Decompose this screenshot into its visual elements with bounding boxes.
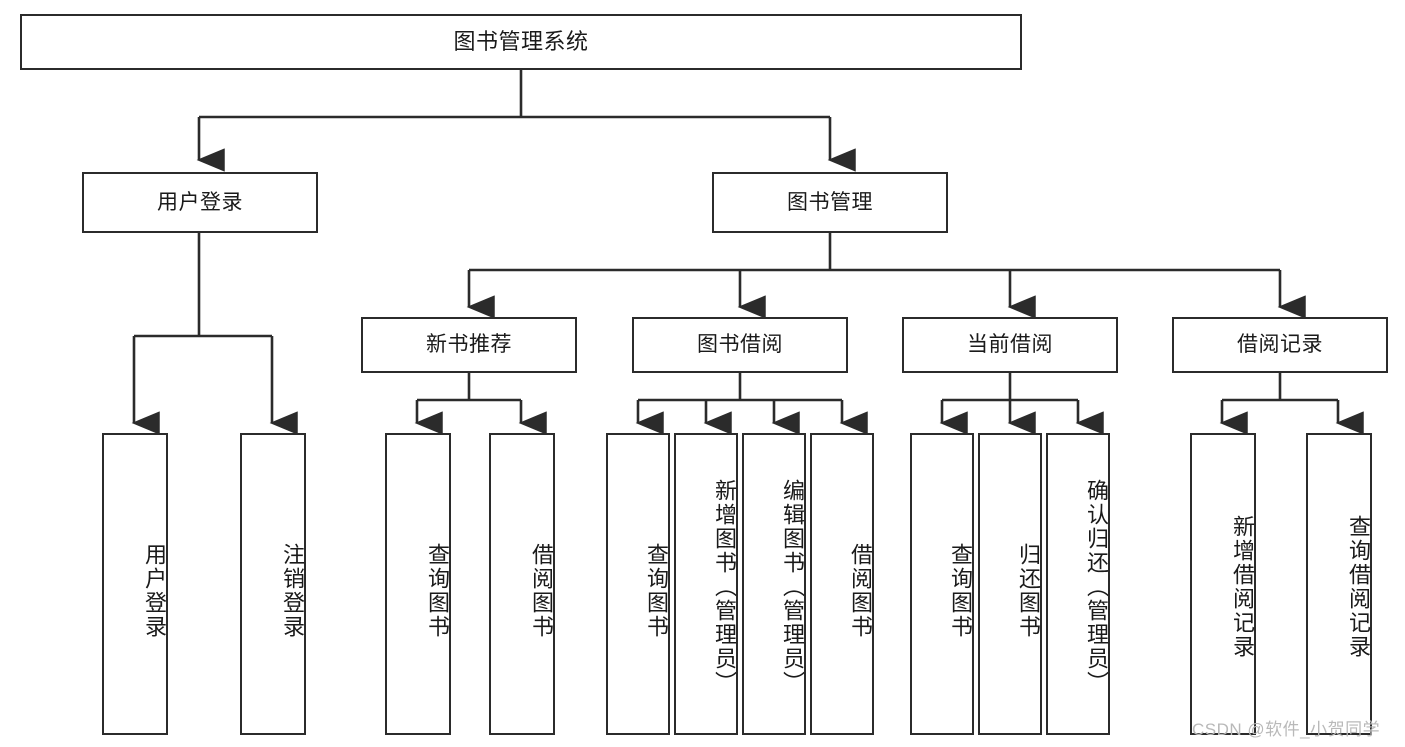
- node-user-login[interactable]: 用户登录: [82, 172, 318, 233]
- leaf-new-book-borrow[interactable]: 借阅图书: [489, 433, 555, 735]
- node-book-management[interactable]: 图书管理: [712, 172, 948, 233]
- leaf-current-borrow-query[interactable]: 查询图书: [910, 433, 974, 735]
- node-book-borrow[interactable]: 图书借阅: [632, 317, 848, 373]
- leaf-borrow-record-query[interactable]: 查询借阅记录: [1306, 433, 1372, 735]
- leaf-book-borrow-edit-admin[interactable]: 编辑图书（管理员）: [742, 433, 806, 735]
- watermark-csdn: CSDN @软件_小贺同学: [1192, 720, 1381, 739]
- leaf-book-borrow-lend[interactable]: 借阅图书: [810, 433, 874, 735]
- leaf-book-borrow-query[interactable]: 查询图书: [606, 433, 670, 735]
- node-borrow-record[interactable]: 借阅记录: [1172, 317, 1388, 373]
- leaf-current-borrow-return[interactable]: 归还图书: [978, 433, 1042, 735]
- leaf-user-login-signin[interactable]: 用户登录: [102, 433, 168, 735]
- leaf-book-borrow-add-admin[interactable]: 新增图书（管理员）: [674, 433, 738, 735]
- leaf-borrow-record-add[interactable]: 新增借阅记录: [1190, 433, 1256, 735]
- node-new-book-recommend[interactable]: 新书推荐: [361, 317, 577, 373]
- node-root-system[interactable]: 图书管理系统: [20, 14, 1022, 70]
- leaf-user-login-signout[interactable]: 注销登录: [240, 433, 306, 735]
- leaf-current-borrow-confirm-admin[interactable]: 确认归还（管理员）: [1046, 433, 1110, 735]
- leaf-new-book-query[interactable]: 查询图书: [385, 433, 451, 735]
- node-current-borrow[interactable]: 当前借阅: [902, 317, 1118, 373]
